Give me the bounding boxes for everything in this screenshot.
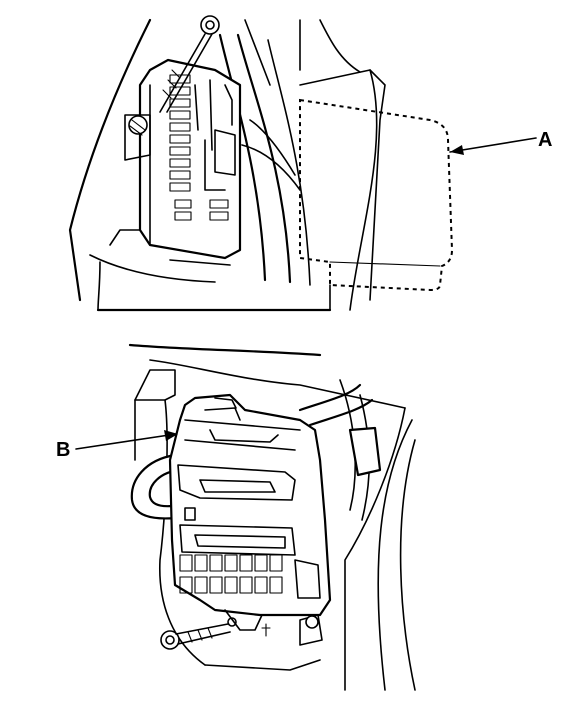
component-a-outline	[299, 98, 454, 292]
fuse-box-bottom	[168, 393, 332, 617]
fuse-slots-top	[169, 74, 229, 221]
bolt-icon	[160, 623, 231, 650]
callout-b: B	[56, 430, 178, 461]
bottom-view: B	[56, 343, 416, 691]
arrow-icon	[449, 137, 537, 153]
arrow-icon	[75, 433, 177, 450]
bolt-icon	[128, 115, 148, 136]
callout-a: A	[449, 129, 552, 155]
callout-a-label: A	[538, 129, 552, 151]
fuse-slots-bottom	[179, 554, 283, 594]
bolt-icon	[159, 15, 220, 113]
callout-b-label: B	[56, 439, 70, 461]
top-view: A	[68, 15, 552, 312]
